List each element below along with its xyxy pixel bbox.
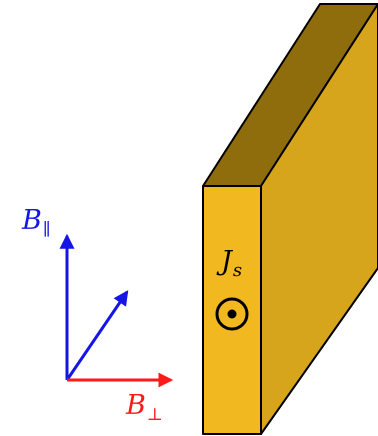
b-perpendicular-subscript: ⊥ [147,405,163,425]
current-density-label: Js [216,246,242,281]
current-density-symbol: J [216,246,234,277]
current-out-of-page-icon [215,297,249,331]
b-perpendicular-symbol: B [125,390,146,421]
b-parallel-label: B∥ [21,205,51,240]
conducting-slab [202,3,378,435]
b-parallel-symbol: B [21,205,42,236]
oblique-field-arrow [65,290,129,381]
b-perpendicular-label: B⊥ [125,390,163,425]
b-parallel-subscript: ∥ [43,220,51,240]
field-axes [59,233,174,388]
current-density-subscript: s [233,260,242,281]
